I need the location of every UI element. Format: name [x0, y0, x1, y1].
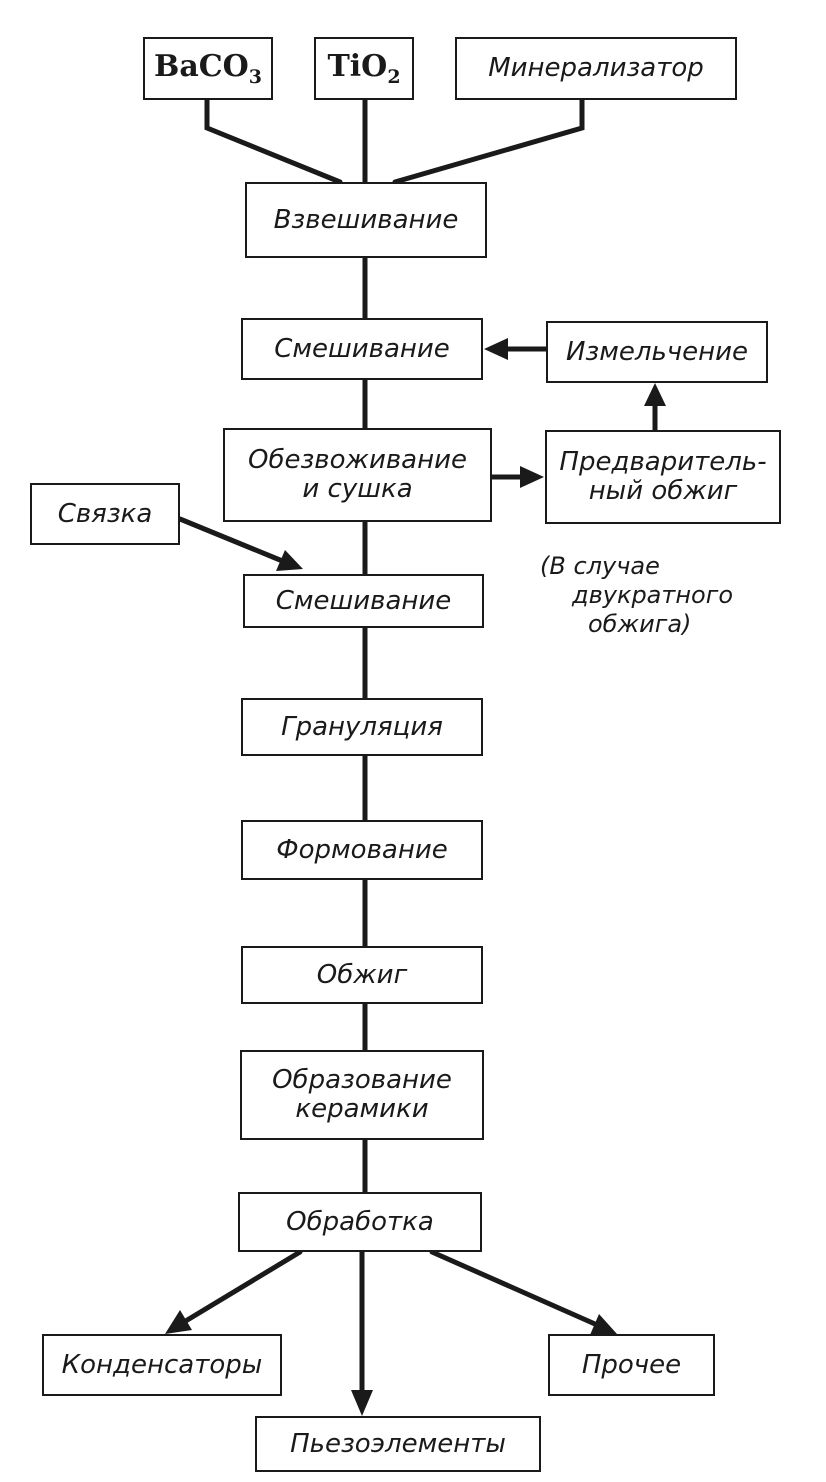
- prefiring-box: Предваритель- ный обжиг: [545, 430, 781, 524]
- mixing-box: Смешивание: [241, 318, 483, 380]
- firing-box: Обжиг: [241, 946, 483, 1004]
- arrowhead-mixing: [484, 338, 508, 360]
- ceramic-label-line1: Образование: [272, 1065, 452, 1096]
- ceramic-label-line2: керамики: [295, 1094, 429, 1124]
- dehydration-label-line1: Обезвоживание: [247, 445, 468, 476]
- mineralizer-label: Минерализатор: [488, 53, 704, 84]
- forming-box: Формование: [241, 820, 483, 880]
- baco3-label: BaCO3: [153, 48, 263, 88]
- grinding-box: Измельчение: [546, 321, 768, 383]
- connector-processing-capacitors: [181, 1249, 303, 1325]
- arrowhead-prefiring: [520, 466, 544, 488]
- mineralizer-box: Минерализатор: [455, 37, 737, 100]
- grinding-label: Измельчение: [565, 336, 749, 367]
- arrowhead-other: [590, 1314, 617, 1335]
- connector-processing-other: [429, 1249, 598, 1327]
- piezo-box: Пьезоэлементы: [255, 1416, 541, 1472]
- arrowhead-mixing2: [276, 550, 303, 571]
- prefiring-label-line1: Предваритель-: [559, 447, 767, 478]
- firing-label: Обжиг: [316, 959, 408, 990]
- arrowhead-capacitors: [165, 1310, 192, 1334]
- mixing2-label: Смешивание: [275, 585, 452, 616]
- weighing-label: Взвешивание: [273, 204, 459, 235]
- mixing-label: Смешивание: [274, 333, 450, 364]
- prefiring-label-line2: ный обжиг: [588, 476, 738, 506]
- tio2-label: TiO2: [327, 48, 401, 88]
- double-firing-note: (В случае двукратного обжига): [540, 552, 733, 638]
- forming-label: Формование: [276, 834, 448, 865]
- weighing-box: Взвешивание: [245, 182, 487, 258]
- tio2-box: TiO2: [314, 37, 414, 100]
- capacitors-label: Конденсаторы: [61, 1349, 263, 1380]
- arrowhead-grinding: [644, 383, 666, 406]
- arrowhead-piezo: [351, 1390, 373, 1416]
- granulation-label: Грануляция: [281, 711, 443, 742]
- dehydration-drying-box: Обезвоживание и сушка: [223, 428, 492, 522]
- connector-mineralizer-weighing: [392, 97, 585, 185]
- note-line3: обжига): [588, 609, 692, 638]
- connector-baco3-weighing: [204, 97, 343, 185]
- binder-box: Связка: [30, 483, 180, 545]
- dehydration-label-line2: и сушка: [302, 474, 413, 504]
- note-line1: (В случае: [540, 552, 660, 580]
- binder-label: Связка: [57, 498, 153, 529]
- connector-binder-mixing2: [177, 516, 283, 563]
- capacitors-box: Конденсаторы: [42, 1334, 282, 1396]
- other-box: Прочее: [548, 1334, 715, 1396]
- note-line2: двукратного: [572, 580, 734, 609]
- granulation-box: Грануляция: [241, 698, 483, 756]
- processing-box: Обработка: [238, 1192, 482, 1252]
- piezo-label: Пьезоэлементы: [290, 1428, 506, 1459]
- baco3-box: BaCO3: [143, 37, 273, 100]
- ceramic-formation-box: Образование керамики: [240, 1050, 484, 1140]
- mixing2-box: Смешивание: [243, 574, 484, 628]
- other-label: Прочее: [581, 1349, 682, 1380]
- processing-label: Обработка: [286, 1206, 434, 1237]
